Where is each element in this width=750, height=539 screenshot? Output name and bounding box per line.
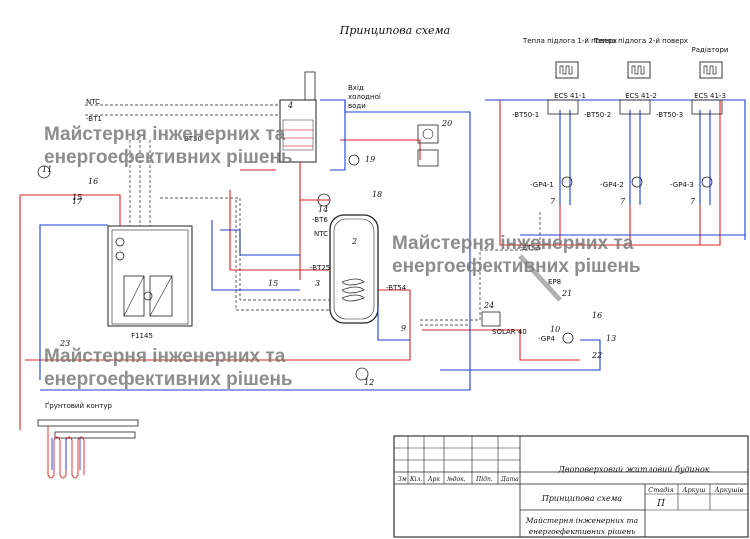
num-17: 17 <box>72 197 83 206</box>
dhw-tank: 2 <box>329 214 379 324</box>
thermostat-icon <box>417 124 439 144</box>
tb-h-kil: Кіл. <box>409 476 422 483</box>
supply-pipes <box>19 100 721 430</box>
ecs-unit-3: Радіатори ECS 41-3 -BT50-3 -GP4-3 7 <box>656 46 728 206</box>
num-18: 18 <box>372 190 382 199</box>
num-21: 21 <box>561 289 572 298</box>
num-19: 19 <box>365 155 375 164</box>
cold-water-label-2: холодної <box>348 93 381 101</box>
num-14: 14 <box>318 205 328 214</box>
tb-stage: П <box>656 499 665 509</box>
ecs-unit-2: Тепла підлога 2-й поверх ECS 41-2 -BT50-… <box>584 37 688 206</box>
sensor-bt1: -BT1 <box>86 115 102 123</box>
num-12: 12 <box>364 378 374 387</box>
watermark-3a: Майстерня інженерних та <box>44 346 286 367</box>
ecs-3-pump: -GP4-3 <box>670 181 694 189</box>
boiler-number: 4 <box>287 101 293 110</box>
watermark-1b: енергоефективних рішень <box>44 147 293 168</box>
num-16: 16 <box>88 177 98 186</box>
tb-h-zm: Зм <box>398 476 407 483</box>
tb-project: Двоповерховий житловий будинок <box>557 465 709 474</box>
ecs-1-valve-num: 7 <box>550 197 556 206</box>
num-13: 13 <box>606 334 616 343</box>
tb-h-ark: Арк <box>427 476 440 483</box>
ecs-1-zone: Тепла підлога 1-й поверх <box>522 37 617 45</box>
solar-controller <box>481 311 501 327</box>
tb-h-pidp: Підп. <box>475 476 493 483</box>
ecs-3-model: ECS 41-3 <box>694 92 726 100</box>
num-11: 11 <box>42 165 52 174</box>
num-15: 15 <box>72 193 82 202</box>
watermark-3b: енергоефективних рішень <box>44 369 293 390</box>
tb-col-sheet: Аркуш <box>682 486 706 494</box>
expansion-vessel-2-icon <box>355 367 369 381</box>
tb-h-data: Дата <box>500 476 519 483</box>
title-block <box>393 435 749 538</box>
ecs-2-sensor: -BT50-2 <box>584 111 611 119</box>
thermostat-dial-icon <box>422 128 434 140</box>
ground-loop-label: Ґрунтовий контур <box>45 401 113 410</box>
tb-sheet-name: Принципова схема <box>541 494 623 503</box>
tb-col-stage: Стадія <box>648 486 674 494</box>
sensor-bt50: BT50 <box>184 135 202 143</box>
solar-ep8: EP8 <box>548 278 561 286</box>
solar-tank-model: SOLAR 40 <box>492 328 527 336</box>
tank-number: 2 <box>351 237 357 246</box>
sensor-bt6: -BT6 <box>312 216 328 224</box>
ecs-1-model: ECS 41-1 <box>554 92 586 100</box>
num-9: 9 <box>401 324 406 333</box>
sensor-ntc: NTC <box>86 98 100 106</box>
num-23: 23 <box>59 339 70 348</box>
tb-h-doc: №док. <box>446 476 466 483</box>
sensor-bt54: -BT54 <box>386 284 407 292</box>
return-pipes <box>39 99 746 391</box>
cold-water-label: Вхід <box>348 84 364 92</box>
ecs-3-zone: Радіатори <box>692 46 729 54</box>
ecs-2-pump: -GP4-2 <box>600 181 624 189</box>
pump-solar-icon <box>562 332 574 344</box>
signal-lines <box>85 104 541 326</box>
ecs-2-zone: Тепла підлога 2-й поверх <box>593 37 688 45</box>
ground-loop-collector: Ґрунтовий контур <box>37 401 139 479</box>
watermark-group: Майстерня інженерних та енергоефективних… <box>44 124 641 390</box>
num-16b: 16 <box>592 311 602 320</box>
sensor-bt53: -BT53 <box>520 244 540 252</box>
heat-pump-label: F1145 <box>131 332 153 340</box>
sensor-gp4: -GP4 <box>538 335 555 343</box>
ecs-3-sensor: -BT50-3 <box>656 111 683 119</box>
watermark-1a: Майстерня інженерних та <box>44 124 286 145</box>
ecs-1-sensor: -BT50-1 <box>512 111 539 119</box>
ecs-3-valve-num: 7 <box>690 197 696 206</box>
num-22: 22 <box>591 351 602 360</box>
num-15b: 15 <box>268 279 278 288</box>
outdoor-unit-icon <box>417 149 439 167</box>
boiler-4: 4 <box>279 71 317 163</box>
expansion-vessel-icon <box>37 165 51 179</box>
num-10: 10 <box>550 325 560 334</box>
sensor-bt25: -BT25 <box>310 264 330 272</box>
diagram-title: Принципова схема <box>339 24 450 37</box>
ecs-unit-1: Тепла підлога 1-й поверх ECS 41-1 -BT50-… <box>512 37 617 206</box>
ecs-1-pump: -GP4-1 <box>530 181 554 189</box>
expansion-vessel-3-icon <box>317 193 331 207</box>
tb-col-sheets: Аркушів <box>714 486 744 494</box>
num-24: 24 <box>483 301 494 310</box>
pump-dhw-icon <box>348 154 360 166</box>
heat-pump-f1145: F1145 <box>107 225 193 340</box>
watermark-2b: енергоефективних рішень <box>392 256 641 277</box>
ecs-2-valve-num: 7 <box>620 197 626 206</box>
sensor-ntc-tank: NTC <box>314 230 328 238</box>
num-20: 20 <box>441 119 452 128</box>
solar-collector-icon <box>518 254 562 302</box>
num-3: 3 <box>315 279 320 288</box>
tb-company-1: Майстерня інженерних та <box>525 516 638 525</box>
cold-water-label-3: води <box>348 102 366 110</box>
ecs-2-model: ECS 41-2 <box>625 92 657 100</box>
watermark-2a: Майстерня інженерних та <box>392 233 634 254</box>
tb-company-2: енергоефективних рішень <box>529 527 636 536</box>
